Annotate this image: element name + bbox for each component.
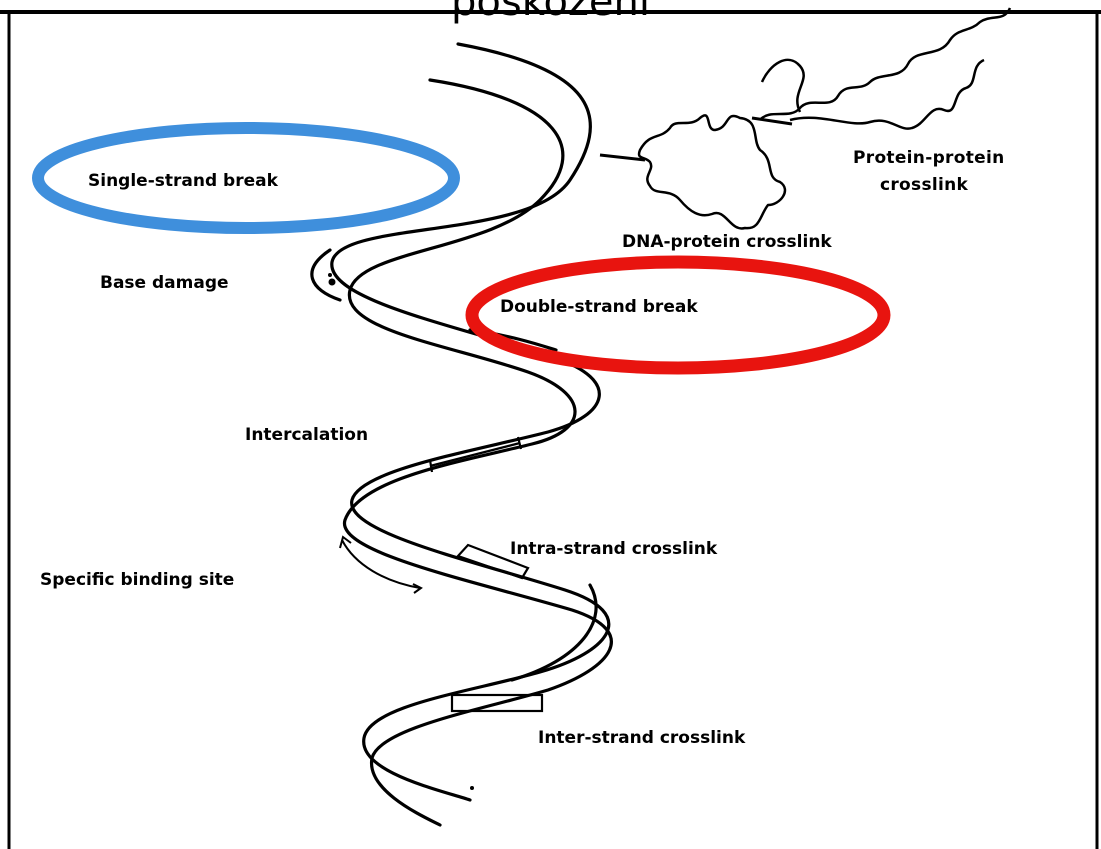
protein-chain-upper bbox=[759, 7, 1012, 121]
protein-chain-tail bbox=[760, 58, 805, 113]
crosslink-connectors bbox=[599, 116, 793, 162]
label-single-strand-break: Single-strand break bbox=[88, 171, 279, 191]
label-intercalation: Intercalation bbox=[245, 425, 368, 445]
dna-strand-c bbox=[510, 583, 598, 682]
protein-blobs bbox=[637, 7, 1012, 230]
frame bbox=[0, 10, 1101, 849]
inter-strand-box bbox=[450, 693, 544, 713]
label-intra-strand-crosslink: Intra-strand crosslink bbox=[510, 539, 718, 559]
protein-protein-link bbox=[751, 116, 793, 126]
dna-helix bbox=[310, 42, 613, 827]
protein-chain-right bbox=[789, 58, 985, 130]
highlight-double-strand-break bbox=[465, 255, 891, 375]
label-dna-protein-crosslink: DNA-protein crosslink bbox=[622, 232, 832, 252]
label-protein-protein-line1: Protein-protein bbox=[853, 148, 1005, 168]
dna-strand-a bbox=[330, 42, 611, 802]
label-double-strand-break: Double-strand break bbox=[500, 297, 698, 317]
break-left-strand bbox=[310, 248, 342, 302]
highlight-single-strand-break bbox=[32, 122, 460, 234]
label-inter-strand-crosslink: Inter-strand crosslink bbox=[538, 728, 746, 748]
base-damage-marker bbox=[328, 273, 336, 286]
protein-globule bbox=[637, 114, 787, 230]
labels: Single-strand break Base damage DNA-prot… bbox=[40, 171, 832, 748]
dna-protein-link bbox=[599, 153, 646, 162]
specks bbox=[470, 786, 474, 790]
binding-site-arrow bbox=[339, 535, 423, 594]
dna-strand-b bbox=[343, 78, 613, 827]
label-protein-protein-line2: crosslink bbox=[880, 175, 969, 195]
intra-strand-box bbox=[456, 543, 530, 580]
intercalation-bar bbox=[428, 436, 523, 473]
label-base-damage: Base damage bbox=[100, 273, 229, 293]
slide-heading: poškozeni bbox=[451, 0, 650, 25]
label-specific-binding-site: Specific binding site bbox=[40, 570, 234, 590]
